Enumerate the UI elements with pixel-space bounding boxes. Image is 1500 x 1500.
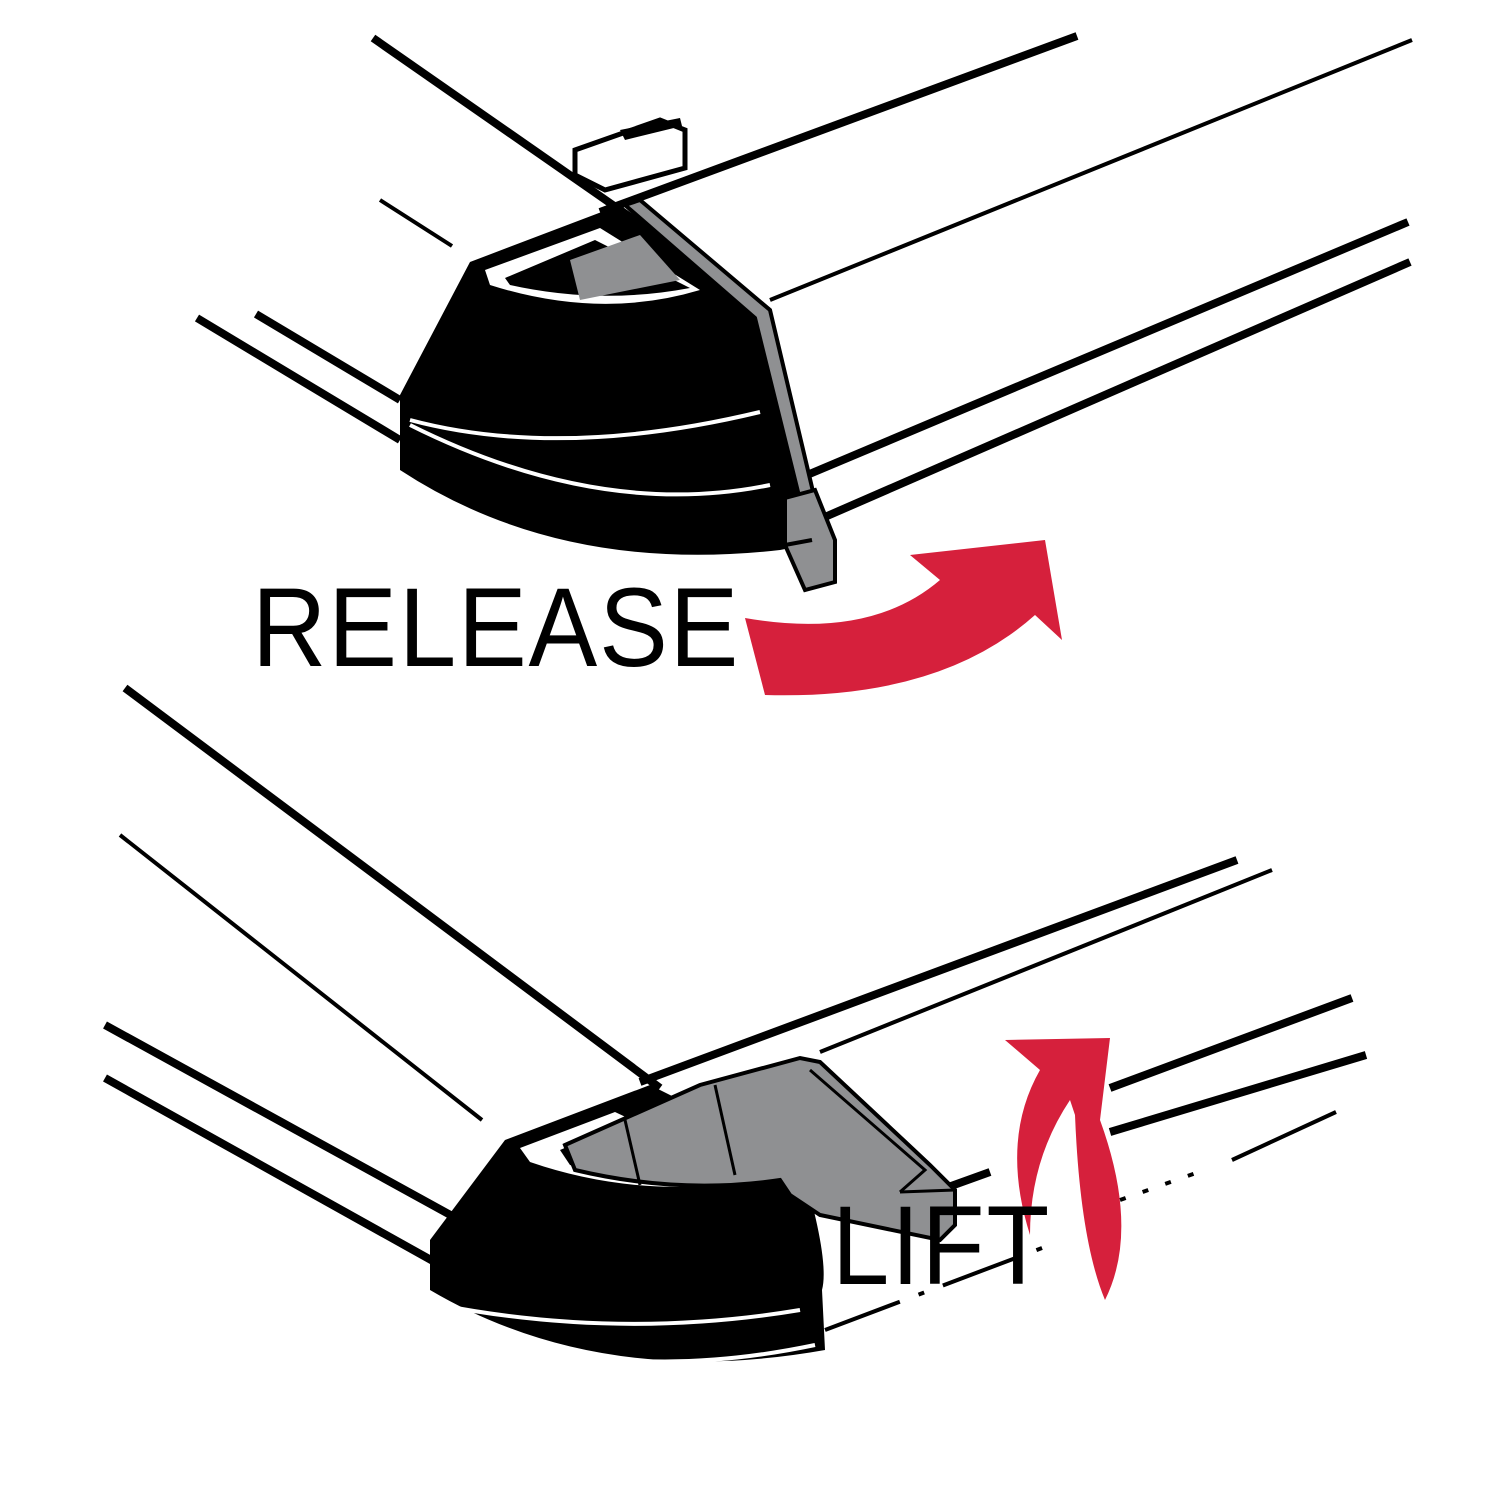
release-label: RELEASE <box>252 565 741 690</box>
rack-rails-top <box>194 32 1413 524</box>
lift-arrow-icon <box>1005 1038 1122 1300</box>
lift-latch <box>562 1055 957 1243</box>
lift-label: LIFT <box>832 1183 1052 1308</box>
release-lever <box>621 197 837 593</box>
rail-connector <box>572 117 688 193</box>
release-arrow-icon <box>745 540 1062 696</box>
release-step-illustration <box>194 32 1413 696</box>
rack-rails-bottom <box>103 684 1368 1332</box>
lift-step-illustration <box>103 684 1368 1364</box>
foot-body <box>400 205 818 555</box>
